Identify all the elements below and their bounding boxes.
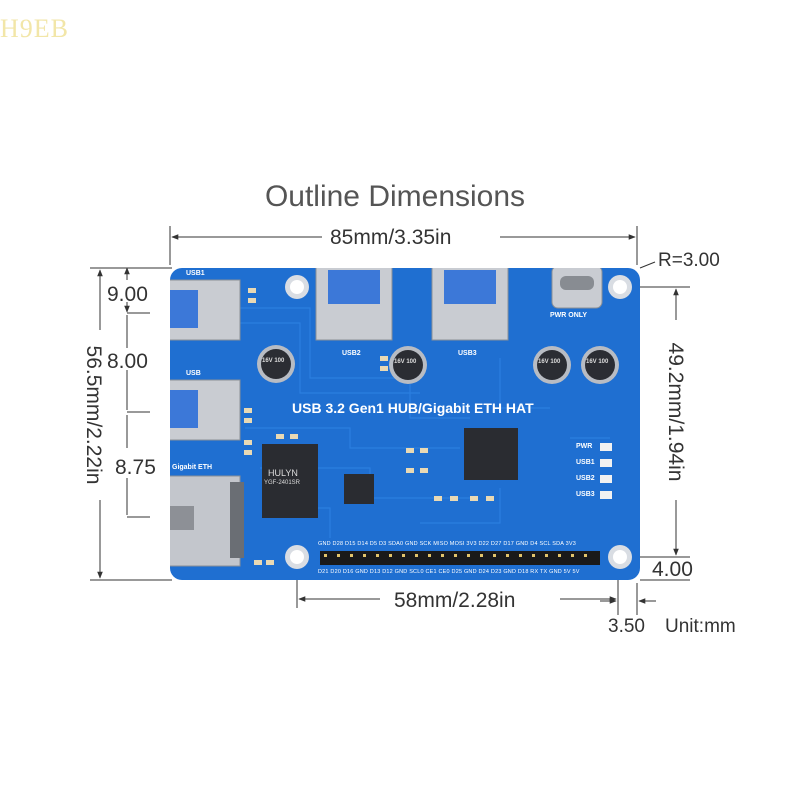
led-label-usb2: USB2 — [576, 475, 595, 482]
dim-overall-height: 56.5mm/2.22in — [82, 345, 105, 485]
led-label-usb3: USB3 — [576, 491, 595, 498]
led-label-usb1: USB1 — [576, 459, 595, 466]
diagram-title: Outline Dimensions — [264, 180, 526, 213]
gpio-pin-labels-top: GND D28 D15 D14 D5 D3 SDA0 GND SCK MISO … — [318, 541, 576, 547]
transformer-brand: HULYN — [268, 468, 298, 478]
gpio-pin-labels-bottom: D21 D20 D16 GND D13 D12 GND SCL0 CE1 CE0… — [318, 569, 580, 575]
board-title: USB 3.2 Gen1 HUB/Gigabit ETH HAT — [292, 400, 534, 416]
label-pwr-only: PWR ONLY — [550, 312, 588, 319]
transformer-part: YGF-2401SR — [264, 480, 301, 486]
label-usb1: USB1 — [186, 270, 205, 277]
dim-right-offset: 3.50 — [608, 616, 645, 637]
label-gigabit-eth: Gigabit ETH — [172, 464, 213, 471]
capacitor-1-label: 16V 100 — [262, 358, 285, 364]
label-usb2: USB2 — [342, 350, 361, 357]
watermark: H9EB — [0, 14, 69, 43]
dim-usb-gap: 8.00 — [107, 350, 148, 373]
dim-hole-spacing: 58mm/2.28in — [394, 589, 516, 612]
dim-corner-radius: R=3.00 — [658, 250, 720, 271]
dim-usb1-top: 9.00 — [107, 283, 148, 306]
dim-overall-width: 85mm/3.35in — [330, 226, 452, 249]
dim-bottom-offset: 4.00 — [652, 558, 693, 581]
capacitor-3-label: 16V 100 — [538, 359, 561, 365]
capacitor-4-label: 16V 100 — [586, 359, 609, 365]
dim-eth-gap: 8.75 — [115, 456, 156, 479]
hat-board: USB1 USB Gigabit ETH USB2 USB3 PWR ONLY … — [147, 259, 640, 580]
label-usb: USB — [186, 370, 201, 377]
capacitor-2-label: 16V 100 — [394, 359, 417, 365]
led-label-pwr: PWR — [576, 443, 593, 450]
dim-hole-height: 49.2mm/1.94in — [664, 342, 687, 482]
label-usb3: USB3 — [458, 350, 477, 357]
unit-label: Unit:mm — [665, 616, 736, 637]
